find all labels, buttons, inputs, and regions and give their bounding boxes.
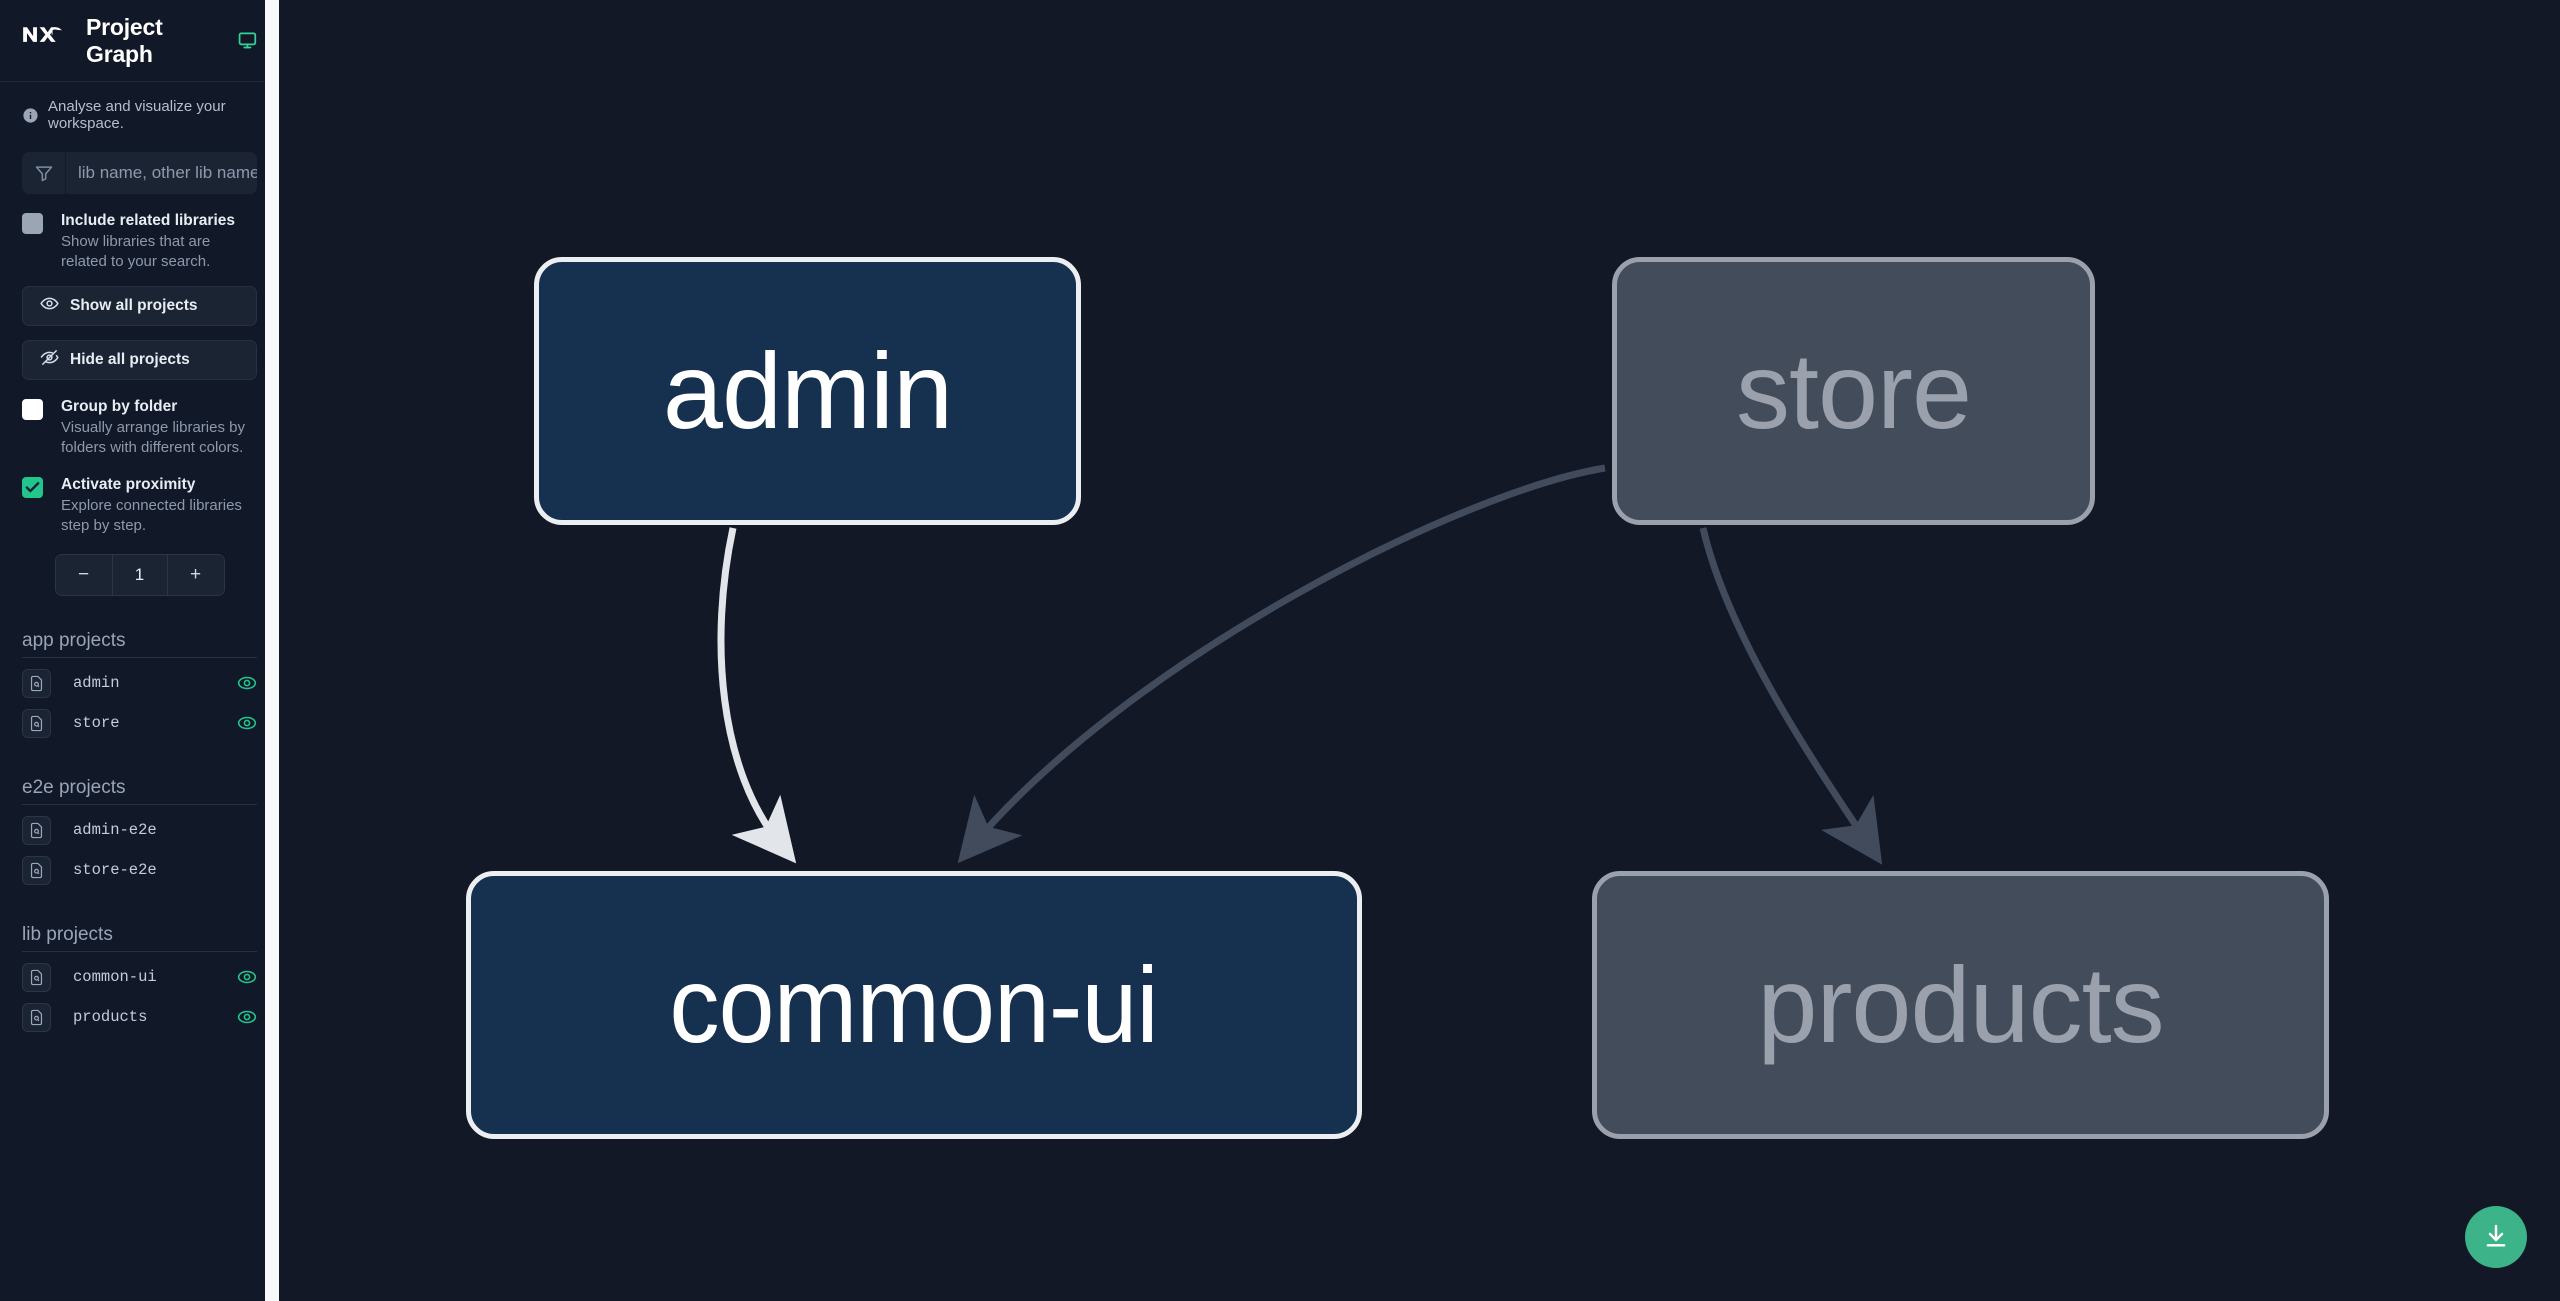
checkbox-include-related-libraries[interactable] xyxy=(22,213,43,234)
graph-node-label: admin xyxy=(662,330,953,451)
eye-placeholder xyxy=(237,860,257,880)
checkbox-group-by-folder[interactable] xyxy=(22,399,43,420)
option-activate-proximity[interactable]: Activate proximity Explore connected lib… xyxy=(0,458,279,536)
group-title: lib projects xyxy=(22,924,113,945)
project-name: products xyxy=(73,1008,148,1026)
project-icon xyxy=(22,855,51,885)
option-label: Include related libraries xyxy=(61,212,236,229)
divider xyxy=(22,951,257,952)
graph-canvas[interactable]: admin store common-ui products xyxy=(279,0,2560,1301)
project-icon xyxy=(22,962,51,992)
download-icon xyxy=(2482,1222,2510,1253)
edge-store-products xyxy=(1699,527,1883,865)
eye-icon xyxy=(40,294,59,318)
eye-visible-icon[interactable] xyxy=(237,713,257,733)
project-icon xyxy=(22,668,51,698)
project-icon xyxy=(22,1002,51,1032)
option-description: Explore connected libraries step by step… xyxy=(61,497,242,534)
info-icon xyxy=(22,107,39,124)
funnel-icon xyxy=(22,152,66,194)
proximity-decrement-button[interactable]: − xyxy=(55,555,112,595)
proximity-value: 1 xyxy=(111,555,168,595)
tagline-text: Analyse and visualize your workspace. xyxy=(48,98,226,132)
project-group-e2e: e2e projects admin-e2e store-e2e xyxy=(0,777,279,890)
graph-node-label: products xyxy=(1757,944,2164,1065)
sidebar-scroll-area[interactable]: Project Graph Analyse and visualize your… xyxy=(0,0,279,1301)
eye-visible-icon[interactable] xyxy=(237,1007,257,1027)
group-title: e2e projects xyxy=(22,777,126,798)
project-icon xyxy=(22,708,51,738)
eye-visible-icon[interactable] xyxy=(237,967,257,987)
sidebar-header: Project Graph xyxy=(0,0,279,82)
eye-placeholder xyxy=(237,820,257,840)
graph-node-store[interactable]: store xyxy=(1612,257,2095,525)
hide-all-projects-button[interactable]: Hide all projects xyxy=(22,340,257,380)
option-description: Show libraries that are related to your … xyxy=(61,233,211,270)
proximity-increment-button[interactable]: + xyxy=(167,555,224,595)
show-all-projects-label: Show all projects xyxy=(70,297,198,314)
sidebar: Project Graph Analyse and visualize your… xyxy=(0,0,279,1301)
page-title: Project Graph xyxy=(86,13,163,67)
option-label: Activate proximity xyxy=(61,476,196,493)
divider xyxy=(22,804,257,805)
project-group-lib: lib projects common-ui products xyxy=(0,924,279,1037)
project-row-store[interactable]: store xyxy=(22,703,257,743)
search-box[interactable] xyxy=(22,152,257,194)
edge-admin-common-ui xyxy=(717,527,797,864)
edge-store-common-ui xyxy=(957,464,1606,864)
hide-all-projects-label: Hide all projects xyxy=(70,351,190,368)
graph-node-common-ui[interactable]: common-ui xyxy=(466,871,1362,1139)
checkbox-activate-proximity[interactable] xyxy=(22,477,43,498)
search-input[interactable] xyxy=(66,152,257,194)
search-container xyxy=(0,144,279,194)
project-name: store-e2e xyxy=(73,861,157,879)
project-row-admin-e2e[interactable]: admin-e2e xyxy=(22,810,257,850)
project-row-common-ui[interactable]: common-ui xyxy=(22,957,257,997)
option-description: Visually arrange libraries by folders wi… xyxy=(61,419,245,456)
nx-logo-icon xyxy=(22,25,68,57)
download-graph-button[interactable] xyxy=(2465,1206,2527,1268)
graph-node-label: store xyxy=(1735,330,1972,451)
option-label: Group by folder xyxy=(61,398,178,415)
graph-node-products[interactable]: products xyxy=(1592,871,2329,1139)
project-name: common-ui xyxy=(73,968,157,986)
sidebar-tagline: Analyse and visualize your workspace. xyxy=(0,82,279,144)
graph-node-admin[interactable]: admin xyxy=(534,257,1081,525)
project-icon xyxy=(22,815,51,845)
show-all-projects-button[interactable]: Show all projects xyxy=(22,286,257,326)
project-row-products[interactable]: products xyxy=(22,997,257,1037)
divider xyxy=(22,657,257,658)
project-row-admin[interactable]: admin xyxy=(22,663,257,703)
option-group-by-folder[interactable]: Group by folder Visually arrange librari… xyxy=(0,380,279,458)
project-group-app: app projects admin store xyxy=(0,630,279,743)
project-name: admin-e2e xyxy=(73,821,157,839)
graph-edges-layer xyxy=(717,464,1883,865)
group-title: app projects xyxy=(22,630,126,651)
option-include-related-libraries[interactable]: Include related libraries Show libraries… xyxy=(0,194,279,272)
eye-visible-icon[interactable] xyxy=(237,673,257,693)
monitor-icon[interactable] xyxy=(238,30,257,51)
proximity-stepper: − 1 + xyxy=(22,554,257,596)
project-row-store-e2e[interactable]: store-e2e xyxy=(22,850,257,890)
project-name: admin xyxy=(73,674,120,692)
sidebar-resize-handle[interactable] xyxy=(265,0,279,1301)
graph-node-label: common-ui xyxy=(669,944,1159,1065)
show-all-container: Show all projects xyxy=(0,272,279,326)
hide-all-container: Hide all projects xyxy=(0,326,279,380)
eye-off-icon xyxy=(40,348,59,372)
project-name: store xyxy=(73,714,120,732)
